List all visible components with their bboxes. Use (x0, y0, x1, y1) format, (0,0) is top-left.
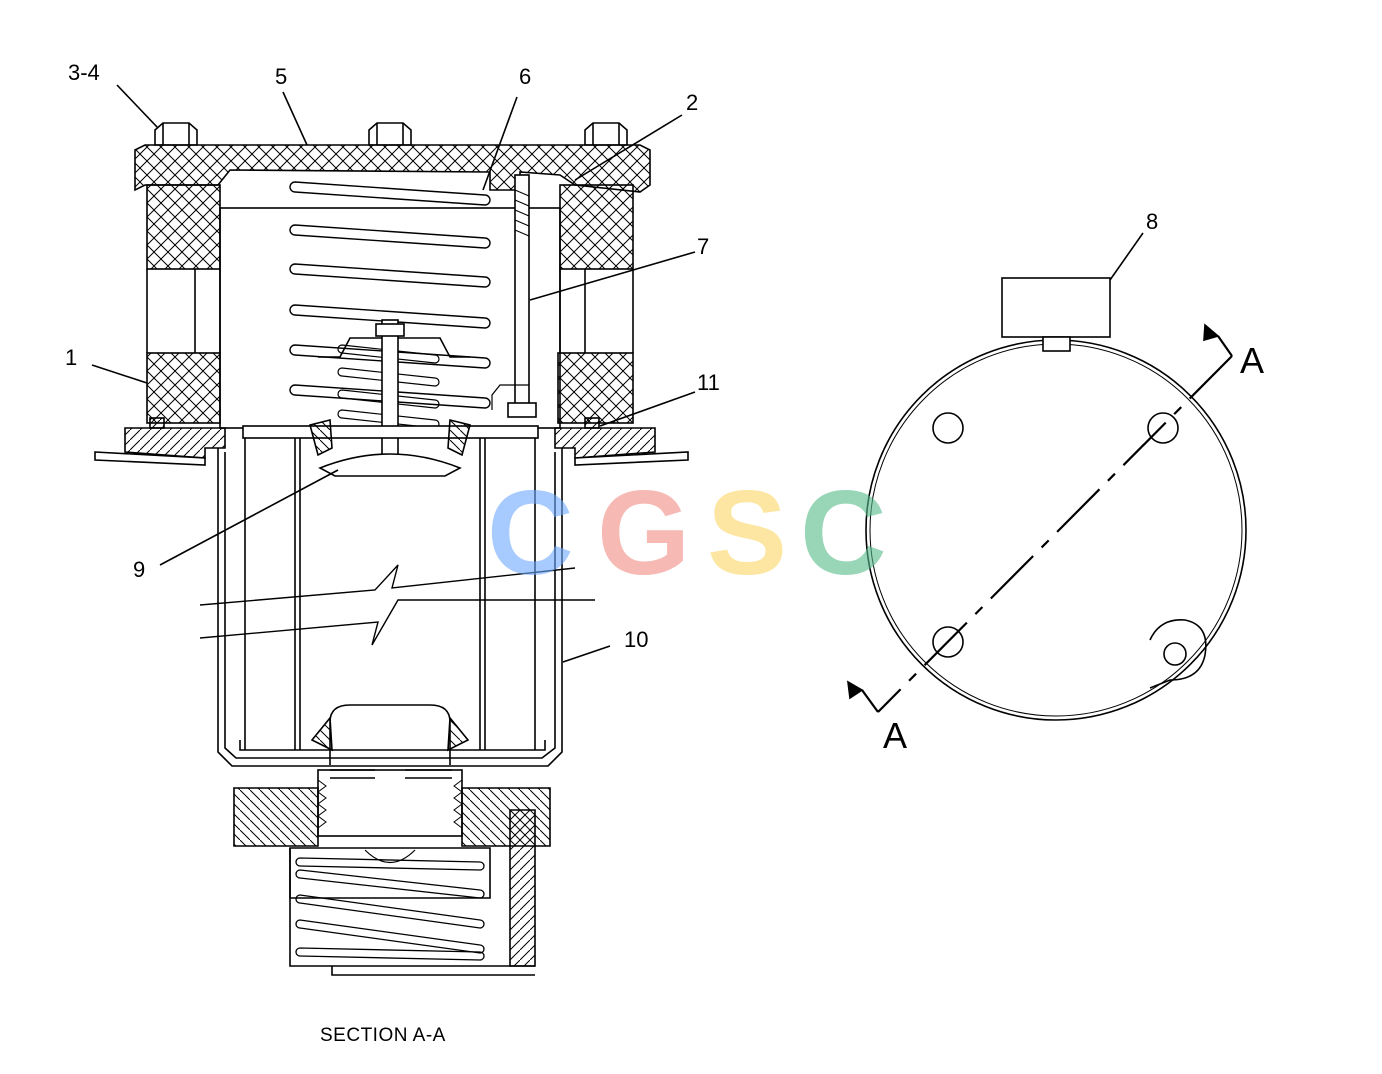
break-line (199, 564, 576, 606)
callout-1: 1 (65, 345, 78, 370)
callout-10: 10 (624, 627, 649, 652)
mounting-ear (1149, 619, 1207, 689)
section-line (861, 335, 1233, 713)
plan-view (847, 277, 1247, 721)
housing-right-lower (557, 352, 634, 424)
upper-seal-right (447, 418, 471, 457)
callout-7: 7 (697, 234, 710, 259)
base-block (233, 787, 319, 847)
threaded-fitting (317, 769, 463, 837)
watermark-letter: C (800, 466, 887, 600)
upper-seal-left (309, 418, 333, 457)
bolt-hole (932, 626, 964, 658)
section-view (94, 122, 689, 976)
valve-stem (381, 319, 399, 461)
mounting-flange (124, 427, 226, 459)
callout-2: 2 (686, 90, 699, 115)
section-caption: SECTION A-A (320, 1025, 446, 1046)
bottom-cap (329, 704, 451, 765)
relief-spring (295, 857, 485, 961)
callout-6: 6 (519, 64, 532, 89)
plan-outline (865, 339, 1247, 721)
bolt-hole (1147, 412, 1179, 444)
callout-11: 11 (697, 370, 720, 395)
main-spring (289, 181, 491, 409)
cover-bolts (154, 122, 628, 146)
watermark-letter: S (707, 466, 788, 600)
callout-8: 8 (1146, 209, 1159, 234)
component-8 (1001, 277, 1111, 338)
section-arrow (1203, 323, 1220, 342)
callout-3-4: 3-4 (68, 60, 100, 85)
housing-left-upper (146, 184, 221, 270)
callout-9: 9 (133, 557, 146, 582)
housing-right-upper (559, 184, 634, 270)
section-mark-bottom: A (883, 715, 908, 756)
callout-leaders (91, 84, 1144, 663)
section-mark-top: A (1240, 340, 1265, 381)
callout-5: 5 (275, 64, 288, 89)
section-arrow (847, 680, 864, 700)
canister (217, 448, 563, 767)
valve-disc (318, 453, 462, 477)
housing-left-lower (146, 352, 221, 424)
stem-nut (375, 323, 405, 337)
watermark-letter: G (597, 466, 691, 600)
watermark-letter: C (487, 466, 574, 600)
rod-nut (507, 402, 537, 418)
bolt-hole (932, 412, 964, 444)
